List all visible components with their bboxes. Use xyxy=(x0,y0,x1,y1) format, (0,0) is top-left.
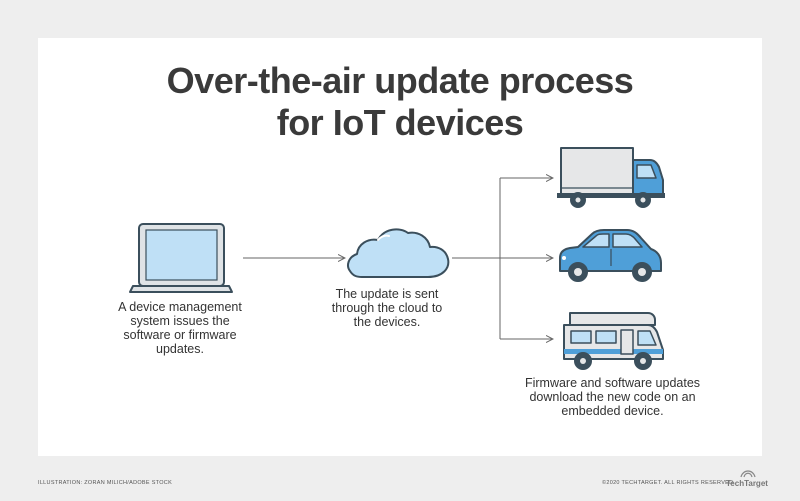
branch-arrows xyxy=(452,178,553,339)
devices-caption: Firmware and software updates download t… xyxy=(524,376,701,418)
source-caption: A device management system issues the so… xyxy=(118,300,242,356)
car-icon xyxy=(559,229,662,282)
title-line-1: Over-the-air update process xyxy=(166,60,634,101)
brand-name: TechTarget xyxy=(726,479,768,488)
laptop-icon xyxy=(129,223,233,293)
camper-van-icon xyxy=(563,312,664,370)
illustration-credit: ILLUSTRATION: ZORAN MILICH/ADOBE STOCK xyxy=(38,480,173,486)
copyright-notice: ©2020 TECHTARGET. ALL RIGHTS RESERVED xyxy=(602,480,734,486)
title-line-2: for IoT devices xyxy=(276,102,524,143)
cloud-icon xyxy=(347,228,450,278)
cloud-caption: The update is sent through the cloud to … xyxy=(331,287,443,329)
page-title: Over-the-air update process for IoT devi… xyxy=(38,60,762,144)
truck-icon xyxy=(557,147,665,208)
techtarget-logo-icon xyxy=(740,470,756,478)
